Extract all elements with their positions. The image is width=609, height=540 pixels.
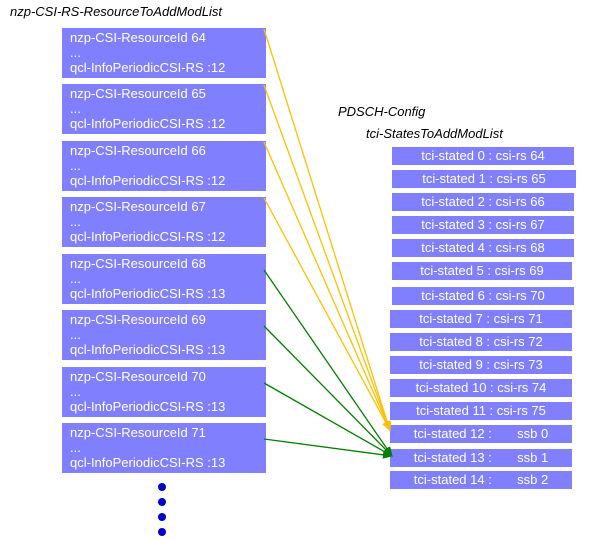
resource-qcl-line: qcl-InfoPeriodicCSI-RS :12 xyxy=(70,116,226,131)
resource-box: nzp-CSI-ResourceId 66...qcl-InfoPeriodic… xyxy=(62,141,266,191)
tci-state-box: tci-stated 0 : csi-rs 64 xyxy=(392,147,574,165)
resource-id-line: nzp-CSI-ResourceId 68 xyxy=(70,256,206,271)
resource-qcl-line: qcl-InfoPeriodicCSI-RS :12 xyxy=(70,173,226,188)
tci-state-box: tci-stated 12 : ssb 0 xyxy=(390,425,572,443)
pdsch-config-title: PDSCH-Config xyxy=(338,104,426,119)
tci-state-box: tci-stated 9 : csi-rs 73 xyxy=(390,356,572,374)
resource-ellipsis: ... xyxy=(70,271,81,286)
resource-id-line: nzp-CSI-ResourceId 65 xyxy=(70,86,206,101)
resource-list-title: nzp-CSI-RS-ResourceToAddModList xyxy=(10,4,222,19)
tci-state-box: tci-stated 7 : csi-rs 71 xyxy=(390,310,572,328)
resource-ellipsis: ... xyxy=(70,45,81,60)
resource-ellipsis: ... xyxy=(70,440,81,455)
mapping-arrow xyxy=(263,197,391,431)
resource-id-line: nzp-CSI-ResourceId 66 xyxy=(70,143,206,158)
resource-qcl-line: qcl-InfoPeriodicCSI-RS :13 xyxy=(70,342,226,357)
resource-qcl-line: qcl-InfoPeriodicCSI-RS :13 xyxy=(70,399,226,414)
dot-icon xyxy=(158,528,166,536)
resource-ellipsis: ... xyxy=(70,214,81,229)
resource-id-line: nzp-CSI-ResourceId 64 xyxy=(70,30,206,45)
resource-box: nzp-CSI-ResourceId 69...qcl-InfoPeriodic… xyxy=(62,310,266,360)
mapping-arrow xyxy=(263,141,391,432)
mapping-arrow xyxy=(263,438,393,459)
tci-state-box: tci-stated 8 : csi-rs 72 xyxy=(390,333,572,351)
resource-ellipsis: ... xyxy=(70,327,81,342)
mapping-arrow xyxy=(263,325,393,457)
resource-id-line: nzp-CSI-ResourceId 67 xyxy=(70,199,206,214)
resource-box: nzp-CSI-ResourceId 68...qcl-InfoPeriodic… xyxy=(62,254,266,304)
resource-box: nzp-CSI-ResourceId 70...qcl-InfoPeriodic… xyxy=(62,367,266,417)
resource-id-line: nzp-CSI-ResourceId 69 xyxy=(70,312,206,327)
tci-state-box: tci-stated 1 : csi-rs 65 xyxy=(392,170,576,188)
tci-state-box: tci-stated 11 : csi-rs 75 xyxy=(390,402,572,420)
mapping-arrow xyxy=(263,269,393,457)
resource-id-line: nzp-CSI-ResourceId 70 xyxy=(70,369,206,384)
resource-qcl-line: qcl-InfoPeriodicCSI-RS :12 xyxy=(70,229,226,244)
resource-id-line: nzp-CSI-ResourceId 71 xyxy=(70,425,206,440)
resource-ellipsis: ... xyxy=(70,158,81,173)
tci-state-box: tci-stated 13 : ssb 1 xyxy=(390,449,572,467)
resource-qcl-line: qcl-InfoPeriodicCSI-RS :12 xyxy=(70,60,226,75)
tci-state-box: tci-stated 3 : csi-rs 67 xyxy=(392,216,574,234)
dot-icon xyxy=(158,513,166,521)
tci-state-box: tci-stated 10 : csi-rs 74 xyxy=(390,379,572,397)
tci-state-box: tci-stated 2 : csi-rs 66 xyxy=(392,193,574,211)
tci-states-list-title: tci-StatesToAddModList xyxy=(366,126,503,141)
mapping-arrow xyxy=(263,84,391,432)
mapping-arrow xyxy=(263,28,392,432)
tci-state-box: tci-stated 14 : ssb 2 xyxy=(390,471,572,489)
tci-state-box: tci-stated 5 : csi-rs 69 xyxy=(392,262,572,280)
dot-icon xyxy=(158,498,166,506)
resource-qcl-line: qcl-InfoPeriodicCSI-RS :13 xyxy=(70,455,226,470)
resource-box: nzp-CSI-ResourceId 67...qcl-InfoPeriodic… xyxy=(62,197,266,247)
dot-icon xyxy=(158,483,166,491)
tci-state-box: tci-stated 4 : csi-rs 68 xyxy=(392,239,574,257)
resource-box: nzp-CSI-ResourceId 71...qcl-InfoPeriodic… xyxy=(62,423,266,473)
resource-qcl-line: qcl-InfoPeriodicCSI-RS :13 xyxy=(70,286,226,301)
tci-state-box: tci-stated 6 : csi-rs 70 xyxy=(392,287,574,305)
resource-ellipsis: ... xyxy=(70,101,81,116)
resource-box: nzp-CSI-ResourceId 65...qcl-InfoPeriodic… xyxy=(62,84,266,134)
resource-ellipsis: ... xyxy=(70,384,81,399)
resource-box: nzp-CSI-ResourceId 64...qcl-InfoPeriodic… xyxy=(62,28,266,78)
mapping-arrow xyxy=(263,382,393,457)
